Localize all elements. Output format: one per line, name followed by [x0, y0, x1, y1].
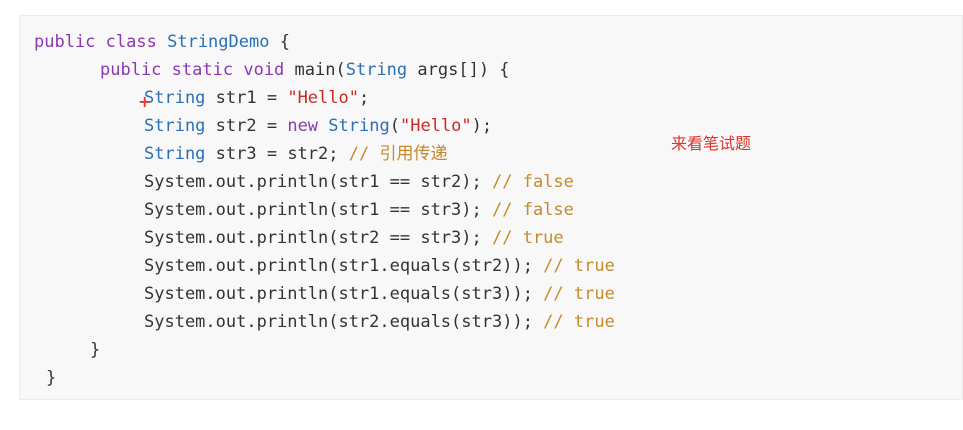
type-string: String — [144, 88, 206, 108]
statement: System.out.println(str1 == str3); — [144, 200, 492, 220]
semicolon: ; — [358, 88, 370, 108]
crosshair-cursor-icon: + — [138, 92, 152, 111]
param-rest: args[]) { — [417, 60, 510, 80]
code-line-9: System.out.println(str1.equals(str2)); /… — [144, 252, 615, 280]
code-line-10: System.out.println(str1.equals(str3)); /… — [144, 280, 615, 308]
code-comment: // 引用传递 — [348, 144, 448, 164]
class-name: StringDemo — [167, 32, 270, 52]
var-decl: str1 = — [215, 88, 288, 108]
keyword-public: public — [100, 60, 162, 80]
close-brace: } — [46, 368, 57, 388]
code-line-7: System.out.println(str1 == str3); // fal… — [144, 196, 574, 224]
code-line-12: } — [90, 336, 100, 364]
keyword-public: public — [34, 32, 96, 52]
statement: System.out.println(str1.equals(str2)); — [144, 256, 544, 276]
method-name: main( — [294, 60, 346, 80]
code-comment: // true — [543, 256, 615, 276]
code-line-6: System.out.println(str1 == str2); // fal… — [144, 168, 574, 196]
annotation-text: 来看笔试题 — [671, 134, 752, 153]
code-line-13: } — [46, 364, 56, 392]
type-string: String — [144, 116, 206, 136]
var-decl: str2 = — [215, 116, 288, 136]
code-line-3: String str1 = "Hello"; — [144, 84, 369, 112]
code-line-4: String str2 = new String("Hello"); — [144, 112, 492, 140]
keyword-void: void — [243, 60, 285, 80]
string-literal: "Hello" — [399, 116, 472, 136]
type-string: String — [328, 116, 390, 136]
keyword-class: class — [105, 32, 157, 52]
keyword-static: static — [171, 60, 234, 80]
statement: System.out.println(str2 == str3); — [144, 228, 492, 248]
code-line-5: String str3 = str2; // 引用传递 — [144, 140, 447, 168]
open-paren: ( — [389, 116, 400, 136]
string-literal: "Hello" — [287, 88, 359, 108]
code-line-1: public class StringDemo { — [34, 28, 290, 56]
code-line-2: public static void main(String args[]) { — [100, 56, 510, 84]
type-string: String — [144, 144, 206, 164]
close-brace: } — [90, 340, 101, 360]
code-comment: // false — [492, 172, 574, 192]
code-comment: // true — [492, 228, 564, 248]
open-brace: { — [279, 32, 290, 52]
code-comment: // false — [492, 200, 574, 220]
close-paren: ); — [471, 116, 493, 136]
var-decl: str3 = str2; — [215, 144, 349, 164]
code-comment: // true — [543, 312, 615, 332]
code-comment: // true — [543, 284, 615, 304]
param-type: String — [345, 60, 408, 80]
statement: System.out.println(str1.equals(str3)); — [144, 284, 544, 304]
code-line-8: System.out.println(str2 == str3); // tru… — [144, 224, 564, 252]
keyword-new: new — [287, 116, 319, 136]
code-line-11: System.out.println(str2.equals(str3)); /… — [144, 308, 615, 336]
statement: System.out.println(str1 == str2); — [144, 172, 492, 192]
code-block: public class StringDemo { public static … — [19, 15, 963, 400]
statement: System.out.println(str2.equals(str3)); — [144, 312, 544, 332]
